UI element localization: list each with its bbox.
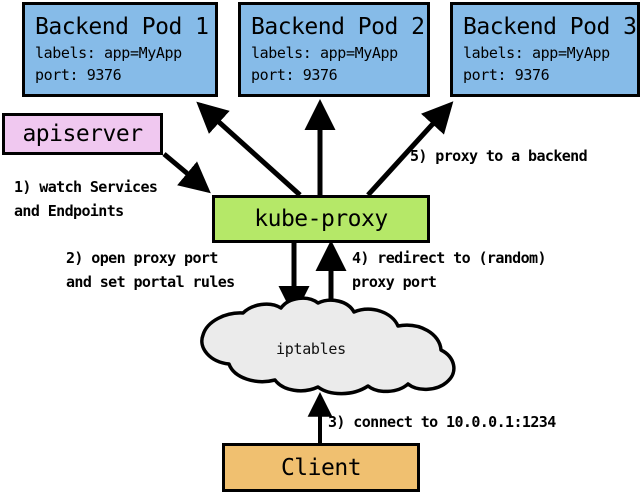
iptables-label: iptables bbox=[276, 340, 346, 358]
client-label: Client bbox=[280, 454, 362, 481]
step-5-label: 5) proxy to a backend bbox=[410, 144, 588, 168]
step-2-line-1: 2) open proxy port bbox=[66, 249, 218, 267]
backend-pod-3-title: Backend Pod 3 bbox=[463, 13, 637, 40]
kube-proxy-box[interactable]: kube-proxy bbox=[212, 195, 430, 243]
step-4-label: 4) redirect to (random) proxy port bbox=[352, 246, 547, 294]
step-2-label: 2) open proxy port and set portal rules bbox=[66, 246, 235, 294]
backend-pod-1-box[interactable]: Backend Pod 1 labels: app=MyApp port: 93… bbox=[22, 2, 218, 97]
kube-proxy-label: kube-proxy bbox=[254, 206, 388, 232]
backend-pod-2-box[interactable]: Backend Pod 2 labels: app=MyApp port: 93… bbox=[238, 2, 430, 97]
backend-pod-3-labels: labels: app=MyApp bbox=[463, 43, 610, 62]
step-3-line-1: 3) connect to 10.0.0.1:1234 bbox=[328, 413, 556, 431]
backend-pod-2-labels: labels: app=MyApp bbox=[251, 43, 398, 62]
backend-pod-1-labels: labels: app=MyApp bbox=[35, 43, 182, 62]
step-4-line-2: proxy port bbox=[352, 273, 437, 291]
step-5-line-1: 5) proxy to a backend bbox=[410, 147, 588, 165]
apiserver-label: apiserver bbox=[22, 121, 143, 147]
step-1-line-2: and Endpoints bbox=[14, 202, 124, 220]
backend-pod-2-title: Backend Pod 2 bbox=[251, 13, 425, 40]
backend-pod-1-port: port: 9376 bbox=[35, 65, 122, 84]
backend-pod-3-box[interactable]: Backend Pod 3 labels: app=MyApp port: 93… bbox=[450, 2, 640, 97]
backend-pod-2-port: port: 9376 bbox=[251, 65, 338, 84]
step-3-label: 3) connect to 10.0.0.1:1234 bbox=[328, 410, 556, 434]
step-2-line-2: and set portal rules bbox=[66, 273, 235, 291]
step-1-label: 1) watch Services and Endpoints bbox=[14, 175, 158, 223]
backend-pod-1-title: Backend Pod 1 bbox=[35, 13, 209, 40]
step-4-line-1: 4) redirect to (random) bbox=[352, 249, 547, 267]
step-1-line-1: 1) watch Services bbox=[14, 178, 158, 196]
apiserver-box[interactable]: apiserver bbox=[2, 113, 163, 155]
backend-pod-3-port: port: 9376 bbox=[463, 65, 550, 84]
arrow-kubeproxy-to-pod-1 bbox=[196, 101, 302, 197]
arrow-kubeproxy-to-pod-3 bbox=[366, 101, 454, 197]
client-box[interactable]: Client bbox=[222, 443, 420, 492]
arrow-apiserver-to-kubeproxy bbox=[162, 152, 211, 194]
iptables-cloud-shape bbox=[200, 296, 456, 396]
